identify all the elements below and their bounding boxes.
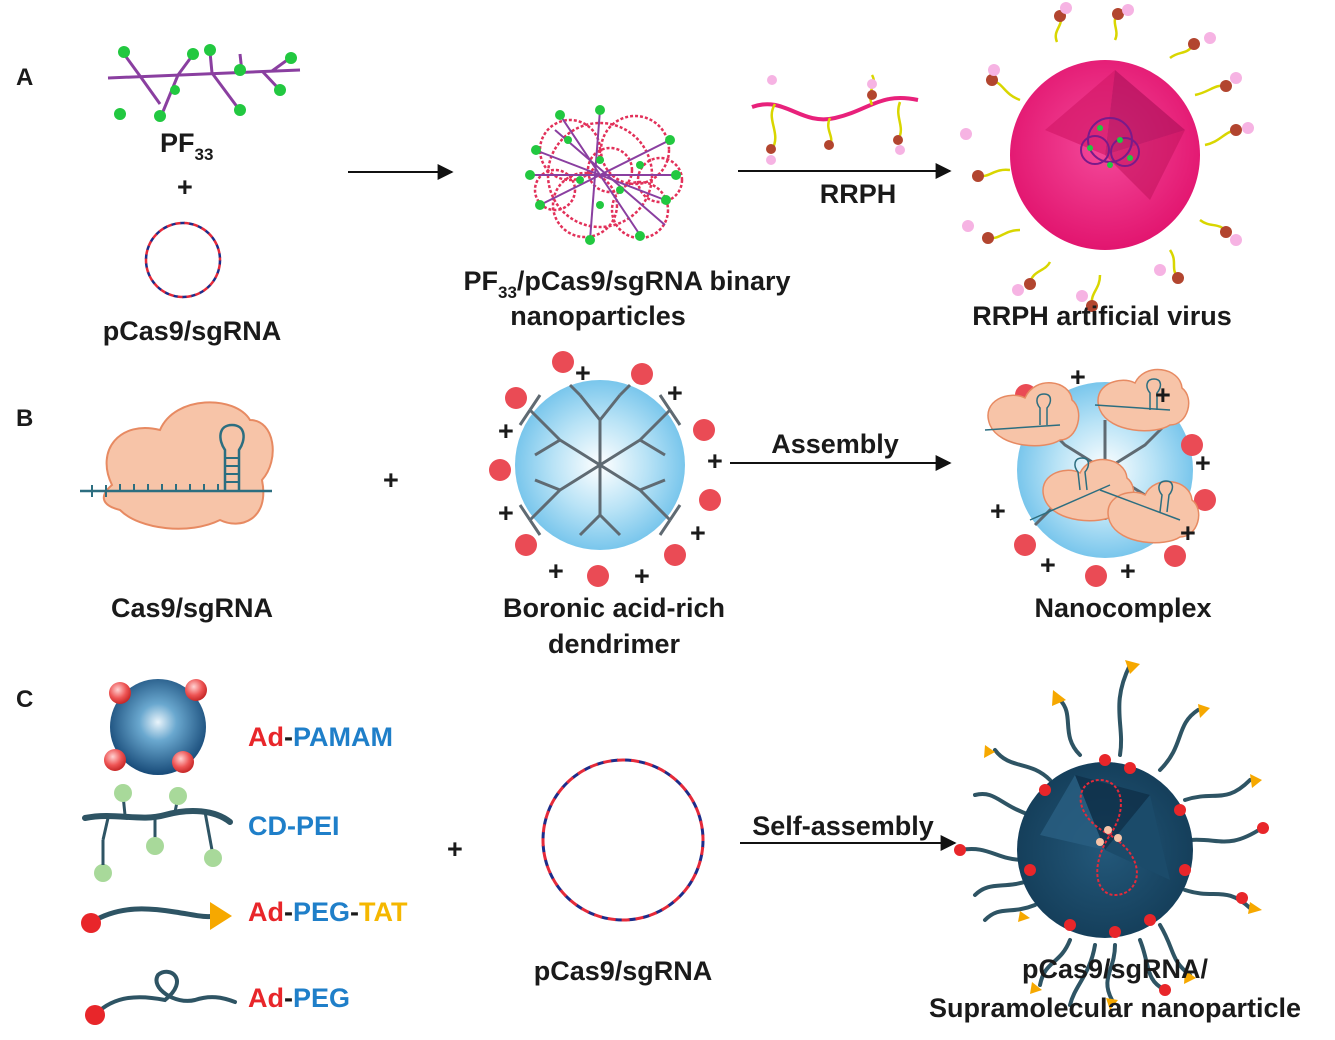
panel-a: A PF33 + pCas9/sgRNA: [16, 2, 1254, 346]
ad-peg-tat-icon: [81, 902, 232, 933]
ad-peg-tat-label: Ad-PEG-TAT: [248, 897, 408, 927]
panel-c-plus: +: [447, 834, 463, 864]
supramolecular-label-line1: pCas9/sgRNA/: [1022, 954, 1209, 984]
pf33-label: PF33: [160, 128, 213, 164]
nanocomplex-icon: [984, 368, 1216, 587]
charge-sign: +: [634, 561, 650, 591]
charge-sign: +: [1155, 380, 1171, 410]
panel-a-plus: +: [177, 172, 193, 202]
charge-sign: +: [1180, 518, 1196, 548]
charge-sign: +: [690, 518, 706, 548]
cas9-label: Cas9/sgRNA: [111, 593, 273, 623]
cas9-sgrna-icon: [80, 401, 274, 530]
pcas9-label-a: pCas9/sgRNA: [103, 316, 282, 346]
ad-peg-icon: [85, 969, 237, 1025]
supramolecular-label-line2: Supramolecular nanoparticle: [929, 993, 1301, 1023]
assembly-arrow-label: Assembly: [771, 429, 899, 459]
charge-sign: +: [667, 378, 683, 408]
pf33-green-beads: [114, 44, 297, 122]
supramolecular-nanoparticle-icon: [954, 660, 1269, 1010]
ad-pamam-label: Ad-PAMAM: [248, 722, 393, 752]
charge-sign: +: [707, 446, 723, 476]
pf33-polymer-icon: [107, 51, 301, 115]
panel-b-plus: +: [383, 465, 399, 495]
rrph-virus-label: RRPH artificial virus: [972, 301, 1232, 331]
nanocomplex-label: Nanocomplex: [1034, 593, 1211, 623]
panel-a-letter: A: [16, 64, 33, 91]
rrph-artificial-virus-icon: [960, 2, 1254, 312]
pcas9-label-c: pCas9/sgRNA: [534, 956, 713, 986]
binary-label-line2: nanoparticles: [510, 301, 686, 331]
boronic-dendrimer-icon: [489, 351, 721, 587]
charge-sign: +: [498, 498, 514, 528]
ad-peg-label: Ad-PEG: [248, 983, 350, 1013]
cd-pei-icon: [82, 784, 233, 882]
dendrimer-label-line1: Boronic acid-rich: [503, 593, 725, 623]
charge-sign: +: [990, 496, 1006, 526]
dendrimer-label-line2: dendrimer: [548, 629, 681, 659]
charge-sign: +: [1070, 362, 1086, 392]
panel-c: C Ad-PAMAM CD-PEI Ad-P: [16, 660, 1301, 1025]
binary-nanoparticle-icon: [525, 105, 684, 245]
pcas9-plasmid-icon: [144, 221, 222, 299]
dendrimer-charges: + + + + + + + +: [498, 358, 723, 591]
panel-c-letter: C: [16, 686, 33, 713]
nanocomplex-charges: + + + + + + +: [990, 362, 1211, 586]
charge-sign: +: [1195, 448, 1211, 478]
panel-b: B Cas9/sgRNA +: [16, 351, 1216, 659]
pcas9-plasmid-icon: [541, 758, 705, 922]
rrph-polymer-icon: [751, 74, 919, 165]
charge-sign: +: [498, 416, 514, 446]
binary-label-line1: PF33/pCas9/sgRNA binary: [463, 266, 790, 302]
charge-sign: +: [1120, 556, 1136, 586]
charge-sign: +: [1040, 550, 1056, 580]
self-assembly-arrow-label: Self-assembly: [752, 811, 934, 841]
charge-sign: +: [575, 358, 591, 388]
ad-pamam-icon: [104, 679, 207, 775]
cd-pei-label: CD-PEI: [248, 811, 340, 841]
charge-sign: +: [548, 556, 564, 586]
panel-b-letter: B: [16, 405, 33, 432]
rrph-arrow-label: RRPH: [820, 179, 897, 209]
